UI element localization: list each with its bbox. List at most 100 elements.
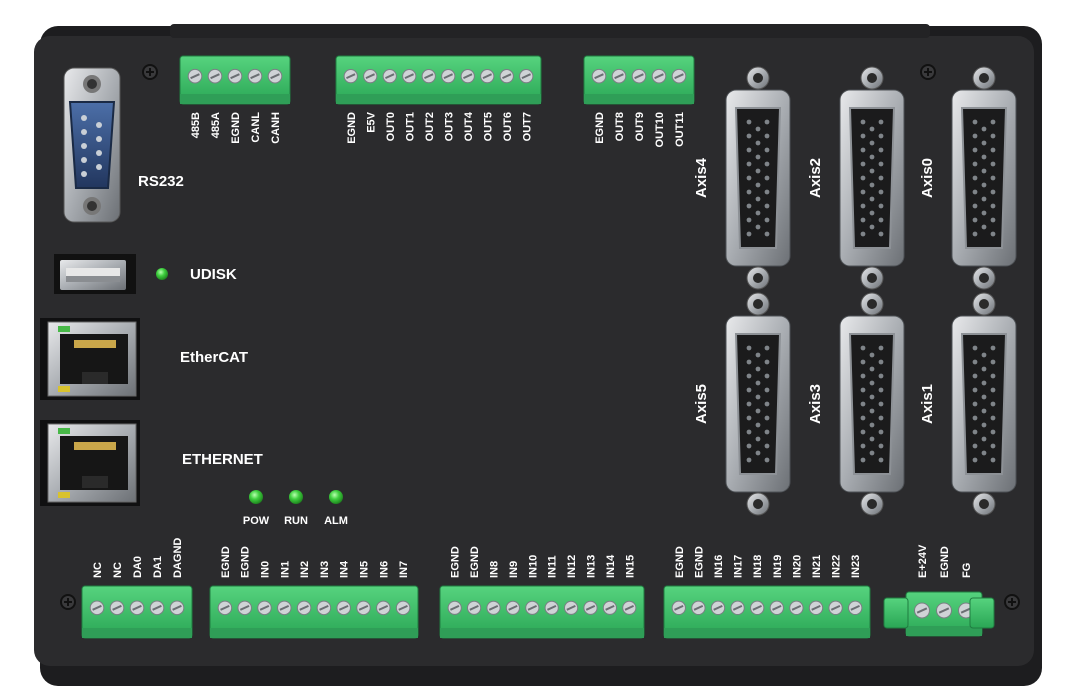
pin-label: IN8 [489, 561, 501, 578]
usb-port[interactable] [54, 254, 136, 294]
pin-label: NC [112, 562, 124, 578]
pin-label: IN12 [566, 555, 578, 578]
top-terminal-blocks: 485B 485A EGND CANL CANH EGND E5V OUT0 OUT1 OUT2 O… [179, 55, 695, 147]
pin-label: OUT0 [385, 112, 397, 141]
axis-connector[interactable] [951, 66, 1017, 290]
status-led-label: ALM [324, 515, 348, 527]
pin-label: IN21 [811, 555, 823, 578]
pin-label: DA1 [152, 556, 164, 578]
ethernet-port[interactable] [40, 420, 140, 506]
udisk-label: UDISK [190, 266, 237, 283]
pin-label: IN5 [359, 561, 371, 578]
pin-label: EGND [450, 546, 462, 578]
panel-top-lip [170, 24, 930, 38]
pin-label: OUT4 [463, 111, 475, 141]
pin-label: IN7 [398, 561, 410, 578]
screw-icon [1004, 594, 1020, 610]
pin-label: IN6 [378, 561, 390, 578]
pin-label: OUT6 [502, 112, 514, 141]
axis-connector[interactable] [725, 66, 791, 290]
status-led-label: POW [243, 515, 270, 527]
top-terminal-block[interactable] [179, 55, 291, 105]
pin-label: OUT9 [634, 112, 646, 141]
udisk-led [156, 268, 168, 280]
pin-label: EGND [230, 112, 242, 144]
bottom-terminal-block[interactable] [663, 585, 871, 639]
status-led [249, 490, 263, 504]
rs232-label: RS232 [138, 173, 184, 190]
pin-label: E+24V [917, 544, 929, 578]
pin-label: IN1 [279, 561, 291, 578]
pin-label: IN14 [605, 554, 617, 578]
bottom-terminal-block[interactable] [209, 585, 419, 639]
pin-label: IN10 [527, 555, 539, 578]
pin-label: DAGND [172, 538, 184, 578]
pin-label: IN22 [831, 555, 843, 578]
ethercat-port[interactable] [40, 318, 140, 400]
pin-label: IN3 [319, 561, 331, 578]
pin-label: IN13 [586, 555, 598, 578]
axis-connector[interactable] [839, 292, 905, 516]
top-terminal-block[interactable] [335, 55, 542, 105]
ethernet-label: ETHERNET [182, 451, 263, 468]
status-led [289, 490, 303, 504]
corner-screws [60, 64, 1020, 610]
pin-label: 485A [210, 112, 222, 138]
pin-label: IN23 [850, 555, 862, 578]
axis-connector[interactable] [725, 292, 791, 516]
pin-label: DA0 [132, 556, 144, 578]
axis-label: Axis2 [807, 158, 824, 198]
pin-label: IN18 [752, 555, 764, 578]
pin-label: IN2 [299, 561, 311, 578]
axis-label: Axis5 [693, 384, 710, 424]
axis-label: Axis4 [693, 157, 710, 198]
axis-connector[interactable] [839, 66, 905, 290]
pin-label: E5V [365, 111, 377, 132]
pin-label: IN11 [547, 555, 559, 578]
pin-label: CANL [250, 112, 262, 143]
pin-label: IN0 [260, 561, 272, 578]
pin-label: EGND [240, 546, 252, 578]
pin-label: EGND [693, 546, 705, 578]
pin-label: IN15 [624, 555, 636, 578]
pin-label: NC [92, 562, 104, 578]
rs232-port[interactable] [63, 67, 121, 223]
status-led-label: RUN [284, 515, 308, 527]
axis-label: Axis1 [919, 384, 936, 424]
axis-label: Axis3 [807, 384, 824, 424]
pin-label: 485B [190, 112, 202, 138]
pin-label: EGND [469, 546, 481, 578]
pin-label: EGND [220, 546, 232, 578]
status-led [329, 490, 343, 504]
pin-label: EGND [674, 546, 686, 578]
pin-label: OUT10 [654, 112, 666, 147]
axis-connector[interactable] [951, 292, 1017, 516]
bottom-terminal-block[interactable] [439, 585, 645, 639]
screw-icon [60, 594, 76, 610]
pin-label: OUT3 [443, 112, 455, 141]
pin-label: OUT2 [424, 112, 436, 141]
pin-label: OUT5 [482, 112, 494, 141]
pin-label: OUT1 [404, 112, 416, 141]
pin-label: OUT11 [674, 112, 686, 147]
axis-label: Axis0 [919, 158, 936, 198]
pin-label: EGND [346, 112, 358, 144]
pin-label: FG [961, 563, 973, 578]
pin-label: IN20 [791, 555, 803, 578]
pin-label: IN16 [713, 555, 725, 578]
pin-label: IN17 [733, 555, 745, 578]
pin-label: IN19 [772, 555, 784, 578]
screw-icon [920, 64, 936, 80]
pin-label: IN9 [508, 561, 520, 578]
status-leds: POW RUN ALM [243, 490, 348, 527]
pin-label: CANH [270, 112, 282, 144]
pin-label: OUT7 [521, 112, 533, 141]
bottom-terminal-blocks: NC NC DA0 DA1 DAGND EGND EGND IN0 IN1 IN2 IN3 IN4 IN… [81, 538, 995, 639]
pin-label: EGND [939, 546, 951, 578]
bottom-terminal-block[interactable] [81, 585, 193, 639]
top-terminal-block[interactable] [583, 55, 695, 105]
ethercat-label: EtherCAT [180, 349, 248, 366]
pin-label: IN4 [339, 560, 351, 578]
